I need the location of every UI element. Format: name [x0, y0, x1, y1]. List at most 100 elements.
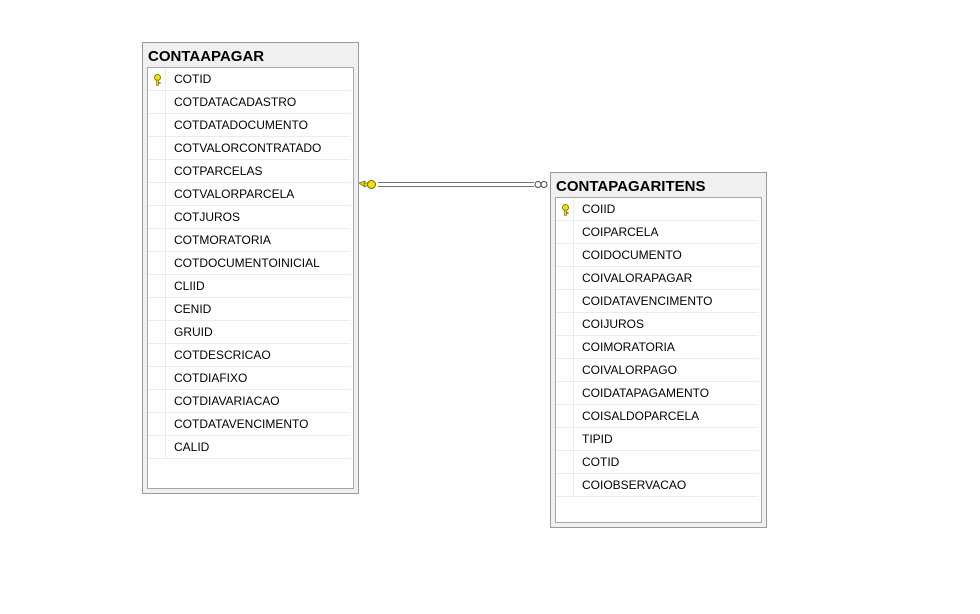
row-selector[interactable] — [556, 267, 574, 290]
column-name: COTDOCUMENTOINICIAL — [174, 256, 320, 270]
column-row[interactable]: COTDOCUMENTOINICIAL — [148, 252, 350, 275]
column-row[interactable]: COIMORATORIA — [556, 336, 758, 359]
column-row[interactable]: COIDATAVENCIMENTO — [556, 290, 758, 313]
column-name: COTID — [174, 72, 212, 86]
column-name: COTVALORPARCELA — [174, 187, 295, 201]
column-name: COIOBSERVACAO — [582, 478, 687, 492]
row-selector[interactable] — [556, 198, 574, 221]
column-row[interactable]: COIOBSERVACAO — [556, 474, 758, 497]
column-name: TIPID — [582, 432, 613, 446]
column-name: COIDOCUMENTO — [582, 248, 682, 262]
row-selector[interactable] — [148, 367, 166, 390]
primary-key-icon — [561, 203, 570, 221]
column-row[interactable]: CENID — [148, 298, 350, 321]
row-selector[interactable] — [556, 244, 574, 267]
row-selector[interactable] — [556, 451, 574, 474]
column-name: COIVALORAPAGAR — [582, 271, 693, 285]
column-name: COISALDOPARCELA — [582, 409, 700, 423]
column-row[interactable]: GRUID — [148, 321, 350, 344]
column-name: COTMORATORIA — [174, 233, 271, 247]
row-selector[interactable] — [148, 206, 166, 229]
column-row[interactable]: COIDATAPAGAMENTO — [556, 382, 758, 405]
column-name: COTID — [582, 455, 620, 469]
column-row[interactable]: COIVALORPAGO — [556, 359, 758, 382]
column-row[interactable]: COIJUROS — [556, 313, 758, 336]
column-row[interactable]: COISALDOPARCELA — [556, 405, 758, 428]
column-row[interactable]: COTID — [556, 451, 758, 474]
column-name: COTDATACADASTRO — [174, 95, 297, 109]
row-selector[interactable] — [148, 275, 166, 298]
relationship-infinity-end-icon — [534, 181, 548, 188]
table-contaapagar[interactable]: CONTAAPAGAR COTID COTDATACADASTRO COTDATAD… — [142, 42, 359, 494]
row-selector[interactable] — [556, 405, 574, 428]
column-row[interactable]: COIPARCELA — [556, 221, 758, 244]
column-name: CALID — [174, 440, 210, 454]
row-selector[interactable] — [148, 344, 166, 367]
column-row[interactable]: COTDIAFIXO — [148, 367, 350, 390]
row-selector[interactable] — [148, 413, 166, 436]
column-row[interactable]: COTID — [148, 68, 350, 91]
row-selector[interactable] — [148, 229, 166, 252]
column-name: CLIID — [174, 279, 205, 293]
row-selector[interactable] — [148, 68, 166, 91]
row-selector[interactable] — [556, 382, 574, 405]
table-contapagaritens[interactable]: CONTAPAGARITENS COIID COIPARCELA COIDOCUME… — [550, 172, 767, 528]
column-name: COTJUROS — [174, 210, 240, 224]
column-row[interactable]: COTDATADOCUMENTO — [148, 114, 350, 137]
column-list: COIID COIPARCELA COIDOCUMENTO COIVALORAPAGA… — [555, 197, 762, 523]
column-list: COTID COTDATACADASTRO COTDATADOCUMENTO COTV… — [147, 67, 354, 489]
column-row[interactable]: COTMORATORIA — [148, 229, 350, 252]
table-title[interactable]: CONTAAPAGAR — [148, 48, 265, 65]
row-selector[interactable] — [148, 114, 166, 137]
column-name: COIJUROS — [582, 317, 645, 331]
row-selector[interactable] — [556, 290, 574, 313]
column-row[interactable]: COTJUROS — [148, 206, 350, 229]
column-name: COIDATAPAGAMENTO — [582, 386, 710, 400]
column-row[interactable]: COTDIAVARIACAO — [148, 390, 350, 413]
column-name: COTPARCELAS — [174, 164, 263, 178]
column-row[interactable]: CLIID — [148, 275, 350, 298]
row-selector[interactable] — [148, 436, 166, 459]
column-row[interactable]: COTPARCELAS — [148, 160, 350, 183]
row-selector[interactable] — [148, 160, 166, 183]
row-selector[interactable] — [148, 91, 166, 114]
column-name: COIDATAVENCIMENTO — [582, 294, 713, 308]
row-selector[interactable] — [148, 390, 166, 413]
column-name: COTDATAVENCIMENTO — [174, 417, 309, 431]
column-row[interactable]: COTVALORPARCELA — [148, 183, 350, 206]
column-name: CENID — [174, 302, 212, 316]
column-row[interactable]: TIPID — [556, 428, 758, 451]
table-title[interactable]: CONTAPAGARITENS — [556, 178, 706, 195]
column-name: GRUID — [174, 325, 213, 339]
column-name: COTDATADOCUMENTO — [174, 118, 308, 132]
column-row[interactable]: COTVALORCONTRATADO — [148, 137, 350, 160]
row-selector[interactable] — [148, 321, 166, 344]
row-selector[interactable] — [556, 428, 574, 451]
primary-key-icon — [153, 73, 162, 91]
row-selector[interactable] — [148, 252, 166, 275]
row-selector[interactable] — [148, 298, 166, 321]
column-name: COTDIAFIXO — [174, 371, 248, 385]
row-selector[interactable] — [148, 137, 166, 160]
column-row[interactable]: COIVALORAPAGAR — [556, 267, 758, 290]
column-name: COIPARCELA — [582, 225, 659, 239]
relationship-key-end-icon — [358, 180, 376, 189]
column-name: COTVALORCONTRATADO — [174, 141, 322, 155]
column-name: COIID — [582, 202, 616, 216]
column-row[interactable]: COTDATAVENCIMENTO — [148, 413, 350, 436]
column-row[interactable]: COTDESCRICAO — [148, 344, 350, 367]
column-row[interactable]: COIDOCUMENTO — [556, 244, 758, 267]
row-selector[interactable] — [556, 336, 574, 359]
row-selector[interactable] — [148, 183, 166, 206]
column-row[interactable]: CALID — [148, 436, 350, 459]
row-selector[interactable] — [556, 313, 574, 336]
row-selector[interactable] — [556, 359, 574, 382]
column-name: COIMORATORIA — [582, 340, 675, 354]
row-selector[interactable] — [556, 474, 574, 497]
column-row[interactable]: COTDATACADASTRO — [148, 91, 350, 114]
column-name: COIVALORPAGO — [582, 363, 677, 377]
column-name: COTDESCRICAO — [174, 348, 271, 362]
column-row[interactable]: COIID — [556, 198, 758, 221]
row-selector[interactable] — [556, 221, 574, 244]
